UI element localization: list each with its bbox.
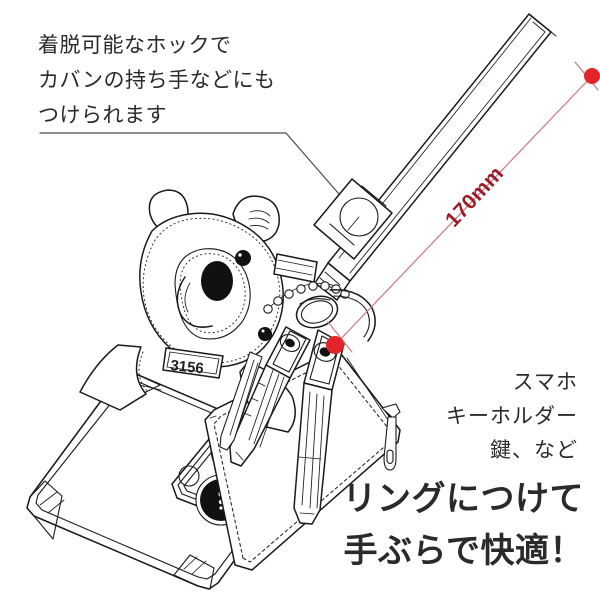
keys — [219, 326, 345, 525]
ball-chain — [263, 281, 350, 314]
key-thin — [219, 351, 263, 451]
dimension-line — [326, 61, 600, 354]
zipper-pull — [381, 403, 401, 471]
callout-text: 着脱可能なホックで カバンの持ち手などにも つけられます — [38, 34, 276, 127]
headline-text: リングにつけて 手ぶらで快適！ — [342, 480, 584, 570]
strap — [313, 13, 557, 301]
bear-tag: 3156 — [162, 347, 224, 379]
callout-leader-line — [39, 132, 353, 210]
key-left — [229, 326, 311, 467]
item-list-text: スマホ キーホルダー 鍵、など — [446, 371, 578, 462]
snap-hook — [313, 178, 393, 260]
svg-text:3156: 3156 — [170, 357, 205, 377]
